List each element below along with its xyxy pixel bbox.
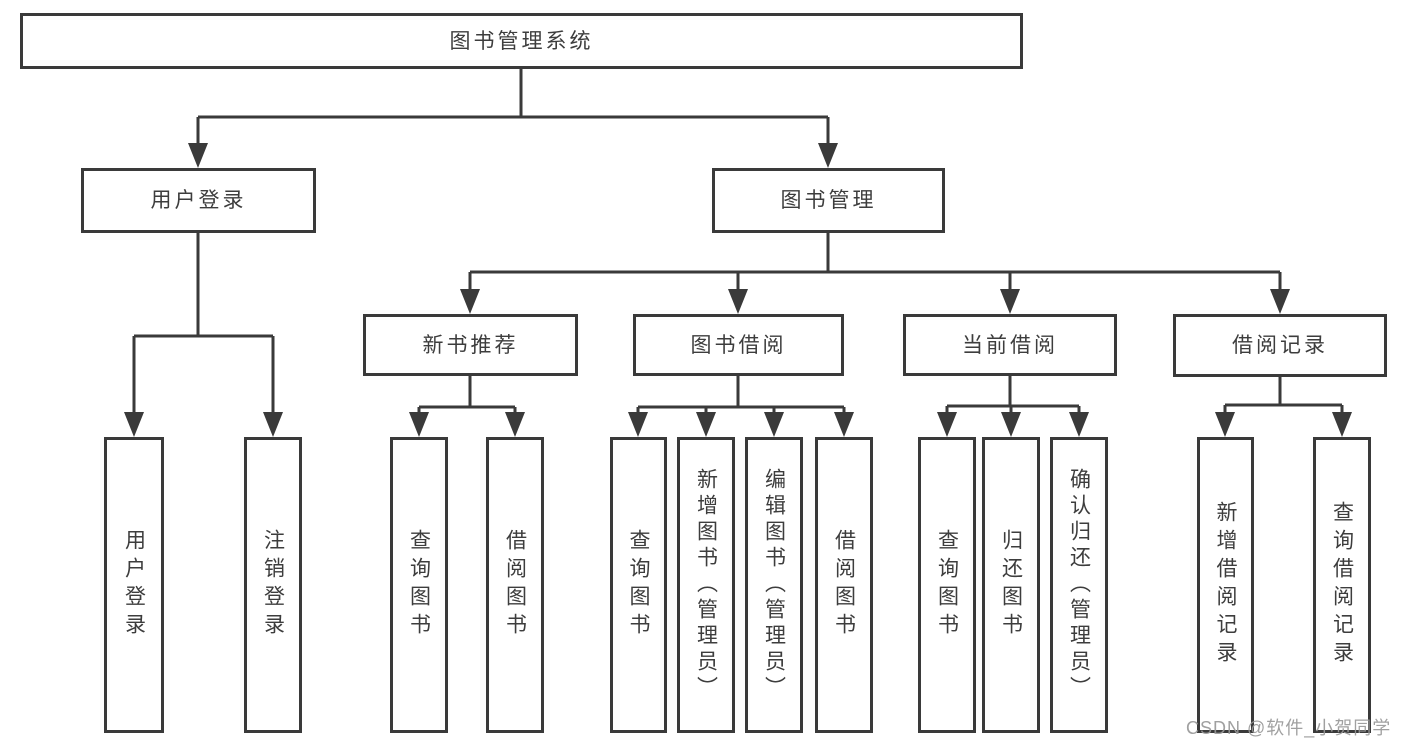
leaf-bb-add-book-admin-label: 新增图书（管理员） (694, 468, 718, 702)
leaf-bb-borrow-books: 借阅图书 (815, 437, 873, 733)
node-new-book-recommend-label: 新书推荐 (422, 333, 519, 357)
node-borrow-records: 借阅记录 (1173, 314, 1387, 377)
node-library-system-label: 图书管理系统 (449, 29, 594, 53)
leaf-br-query-record: 查询借阅记录 (1313, 437, 1371, 733)
leaf-bb-edit-book-admin: 编辑图书（管理员） (745, 437, 803, 733)
node-current-borrow-label: 当前借阅 (962, 333, 1058, 357)
leaf-nbr-borrow-books: 借阅图书 (486, 437, 544, 733)
node-book-management-label: 图书管理 (780, 189, 877, 212)
leaf-br-add-record: 新增借阅记录 (1197, 437, 1254, 733)
leaf-br-query-record-label: 查询借阅记录 (1330, 501, 1354, 669)
node-book-borrow: 图书借阅 (633, 314, 844, 376)
leaf-nbr-query-books-label: 查询图书 (407, 529, 431, 641)
leaf-logout-label: 注销登录 (261, 529, 285, 641)
leaf-br-add-record-label: 新增借阅记录 (1214, 501, 1237, 669)
leaf-bb-query-books-label: 查询图书 (627, 529, 650, 641)
leaf-bb-add-book-admin: 新增图书（管理员） (677, 437, 735, 733)
leaf-bb-edit-book-admin-label: 编辑图书（管理员） (762, 468, 786, 702)
leaf-cb-confirm-return-admin-label: 确认归还（管理员） (1067, 468, 1091, 702)
csdn-watermark: CSDN @软件_小贺同学 (1186, 718, 1392, 738)
node-book-borrow-label: 图书借阅 (690, 333, 787, 357)
node-user-login: 用户登录 (81, 168, 316, 233)
leaf-cb-return-books: 归还图书 (982, 437, 1040, 733)
leaf-bb-query-books: 查询图书 (610, 437, 667, 733)
leaf-nbr-borrow-books-label: 借阅图书 (503, 529, 527, 641)
leaf-user-login: 用户登录 (104, 437, 164, 733)
leaf-user-login-label: 用户登录 (122, 529, 146, 641)
leaf-logout: 注销登录 (244, 437, 302, 733)
node-borrow-records-label: 借阅记录 (1232, 334, 1328, 357)
node-user-login-label: 用户登录 (150, 189, 247, 212)
node-book-management: 图书管理 (712, 168, 945, 233)
node-current-borrow: 当前借阅 (903, 314, 1117, 376)
leaf-cb-confirm-return-admin: 确认归还（管理员） (1050, 437, 1108, 733)
leaf-cb-query-books-label: 查询图书 (935, 529, 959, 641)
leaf-cb-return-books-label: 归还图书 (999, 529, 1023, 641)
leaf-cb-query-books: 查询图书 (918, 437, 976, 733)
leaf-bb-borrow-books-label: 借阅图书 (832, 529, 856, 641)
leaf-nbr-query-books: 查询图书 (390, 437, 448, 733)
node-library-system: 图书管理系统 (20, 13, 1023, 69)
node-new-book-recommend: 新书推荐 (363, 314, 578, 376)
